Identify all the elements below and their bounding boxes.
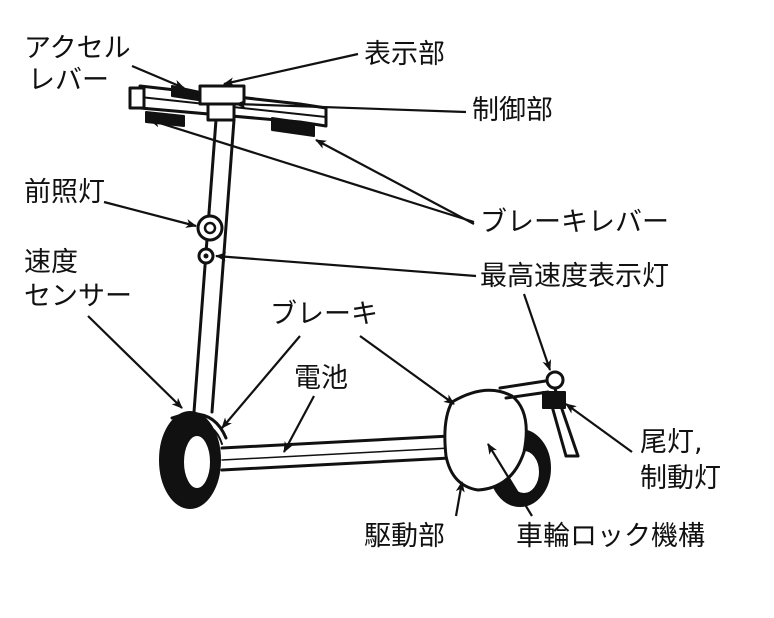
- display-control-housing: [198, 84, 246, 122]
- tail-brake-light: [542, 370, 566, 409]
- label-battery: 電池: [294, 363, 348, 394]
- deck-battery: [220, 434, 452, 472]
- arrow-headlight: [103, 200, 197, 228]
- arrow-battery: [283, 395, 315, 453]
- label-drive-unit: 駆動部: [364, 521, 445, 552]
- max-speed-indicator-lamp: [197, 247, 215, 265]
- arrow-brake-lever-left: [149, 118, 475, 224]
- arrow-accelerator-lever: [131, 64, 185, 90]
- arrow-brake-front: [221, 335, 301, 429]
- arrow-display-unit: [223, 52, 359, 87]
- label-tail-light-line1: 尾灯,: [640, 427, 703, 458]
- steering-column: [192, 118, 236, 414]
- label-speed-sensor-line2: センサー: [24, 281, 132, 312]
- label-brake-lever: ブレーキレバー: [480, 207, 669, 238]
- arrow-drive-unit: [454, 481, 465, 517]
- label-accelerator-lever-line2: レバー: [28, 65, 109, 96]
- label-brake: ブレーキ: [270, 299, 378, 330]
- arrow-speed-sensor: [87, 315, 183, 409]
- arrow-tail-light-upper: [522, 293, 552, 371]
- arrow-tail-light-lower: [565, 403, 633, 453]
- headlight: [196, 214, 224, 242]
- label-max-speed-indicator: 最高速度表示灯: [480, 261, 669, 292]
- label-display-unit: 表示部: [364, 39, 445, 70]
- accelerator-lever: [171, 85, 201, 101]
- front-wheel: [159, 411, 228, 509]
- label-headlight: 前照灯: [24, 177, 105, 208]
- label-accelerator-lever-line1: アクセル: [24, 33, 131, 64]
- arrow-max-speed-indicator: [215, 252, 477, 278]
- label-wheel-lock: 車輪ロック機構: [516, 521, 705, 552]
- label-tail-light-line2: 制動灯: [640, 463, 721, 494]
- arrow-brake-lever-right: [315, 139, 475, 225]
- arrow-wheel-lock: [487, 443, 533, 517]
- label-control-unit: 制御部: [472, 95, 553, 126]
- label-speed-sensor-line1: 速度: [24, 247, 78, 278]
- arrow-control-unit: [235, 99, 467, 114]
- arrow-brake-rear: [359, 335, 455, 405]
- leader-arrows: [87, 52, 633, 517]
- scooter-body: [128, 84, 580, 509]
